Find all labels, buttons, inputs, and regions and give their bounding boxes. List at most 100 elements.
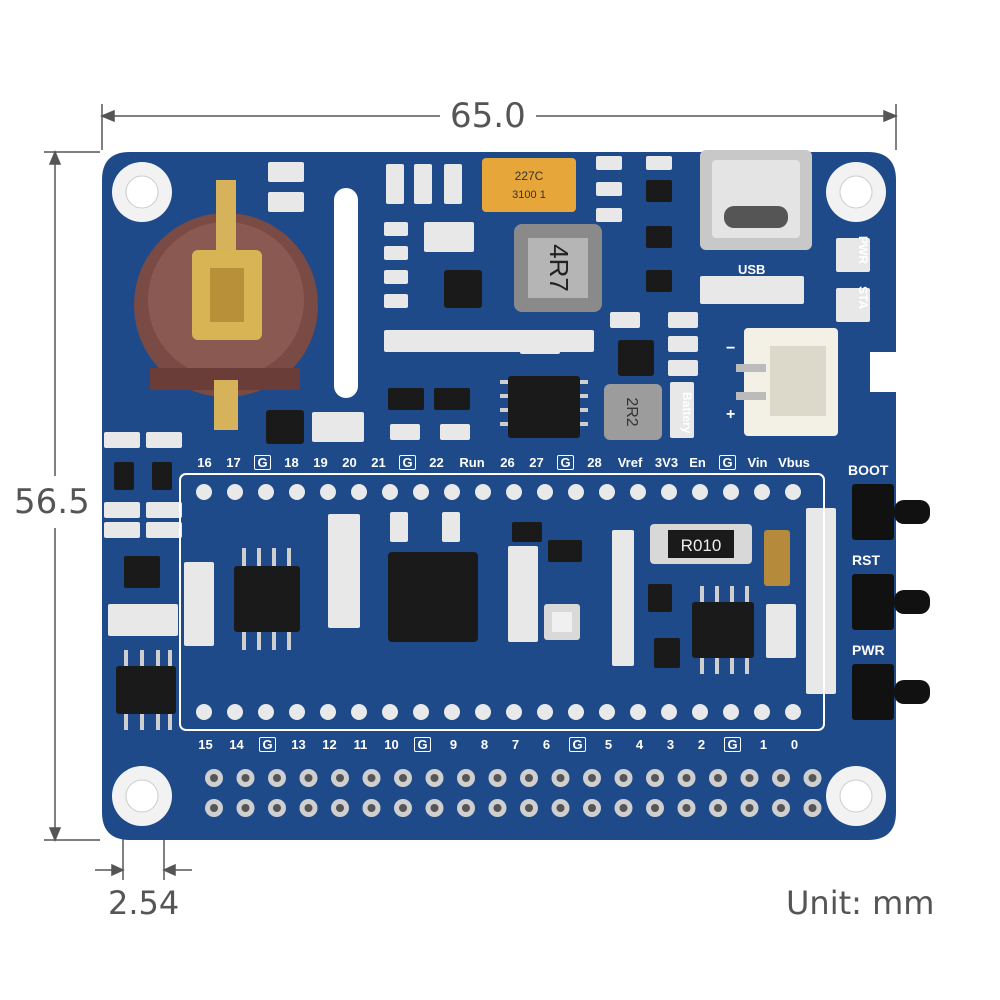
gpio-pad-hole [430, 804, 439, 812]
top-pin-label: Vref [617, 455, 643, 470]
bottom-pin-label: 4 [635, 737, 644, 752]
bottom-pin-label: 9 [449, 737, 458, 752]
ground-pin-marker: G [259, 737, 276, 752]
top-pin-label: 20 [342, 455, 357, 470]
mounting-holes [112, 162, 886, 826]
gpio-pad-hole [430, 774, 439, 782]
gpio-pad-hole [493, 804, 502, 812]
top-pin-label: 21 [371, 455, 386, 470]
top-pin-label: Run [459, 455, 485, 470]
inductor-small [604, 384, 662, 440]
gpio-pad-hole [210, 774, 218, 782]
unit-label: Unit: mm [786, 884, 935, 922]
led-pwr-label: PWR [856, 236, 870, 264]
ground-pin-marker: G [724, 737, 741, 752]
gpio-pad-hole [241, 774, 250, 782]
ic-chips [114, 180, 754, 714]
bottom-pin-label: 12 [322, 737, 337, 752]
gpio-pad-hole [619, 774, 628, 782]
inductor-main-marking: 4R7 [544, 244, 574, 292]
top-pin-label: 3V3 [654, 455, 679, 470]
gpio-pad-hole [210, 804, 218, 812]
gpio-pad-hole [399, 774, 407, 782]
battery-connector [736, 328, 838, 436]
gpio-pad-hole [682, 774, 691, 782]
tantalum-cap-marking: 227C [515, 169, 544, 183]
gpio-pad-hole [556, 804, 565, 812]
gpio-pad-hole [651, 804, 659, 812]
gpio-pad-hole [777, 774, 785, 782]
gpio-pad-hole [682, 804, 691, 812]
bottom-pin-label: 8 [480, 737, 489, 752]
small-passives [104, 156, 870, 694]
gpio-pad-hole [367, 774, 376, 782]
tactile-buttons [852, 484, 930, 720]
top-pin-label: 22 [429, 455, 444, 470]
gpio-pad-hole [241, 804, 250, 812]
gpio-pad-hole [273, 774, 281, 782]
shunt-resistor-marking: R010 [681, 536, 722, 555]
top-pin-label: 17 [226, 455, 241, 470]
ground-pin-marker: G [557, 455, 574, 470]
gpio-pad-hole [714, 804, 722, 812]
width-dimension-label: 65.0 [440, 96, 536, 136]
bottom-pin-label: 13 [291, 737, 306, 752]
bottom-pin-label: 6 [542, 737, 551, 752]
bottom-pin-label: G [407, 737, 438, 752]
bottom-pin-label: G [562, 737, 593, 752]
gpio-pad-hole [714, 774, 722, 782]
gpio-header-pads [205, 769, 822, 817]
pwr-button-label: PWR [852, 642, 885, 658]
gpio-pad-hole [525, 774, 533, 782]
gpio-pad-hole [588, 804, 596, 812]
polarity-plus-label: + [726, 406, 736, 423]
bottom-pin-label: 1 [759, 737, 768, 752]
top-pin-label: 16 [197, 455, 212, 470]
top-pin-label: En [689, 455, 706, 470]
bottom-pin-label: 5 [604, 737, 613, 752]
gpio-pad-hole [777, 804, 785, 812]
bottom-pin-label: 14 [229, 737, 244, 752]
inductor-small-marking: 2R2 [623, 397, 640, 426]
ground-pin-marker: G [569, 737, 586, 752]
usb-silk-label: USB [738, 262, 766, 277]
bottom-pin-label: 0 [790, 737, 799, 752]
top-pin-label: 18 [284, 455, 299, 470]
top-pin-label: G [393, 455, 422, 470]
board-slot [334, 188, 358, 398]
bottom-pin-label: 15 [198, 737, 213, 752]
pico-footprint-outline [179, 473, 825, 731]
gpio-pad-hole [808, 804, 817, 812]
gpio-pad-hole [651, 774, 659, 782]
coin-cell-holder [134, 180, 318, 430]
usb-c-connector [700, 150, 812, 250]
gpio-pad-hole [808, 774, 817, 782]
top-pin-label: G [248, 455, 277, 470]
bottom-pin-label: 11 [353, 737, 368, 752]
gpio-pad-hole [399, 804, 407, 812]
gpio-pad-hole [619, 804, 628, 812]
ground-pin-marker: G [254, 455, 271, 470]
battery-silk-label: Battery [680, 392, 694, 434]
gpio-pad-hole [745, 774, 754, 782]
rst-button-label: RST [852, 552, 880, 568]
top-pin-label: Vin [747, 455, 768, 470]
top-pin-label: G [551, 455, 580, 470]
gpio-pad-hole [525, 804, 533, 812]
boot-button-label: BOOT [848, 462, 889, 478]
pico-header-pads [196, 484, 801, 720]
gpio-pad-hole [588, 774, 596, 782]
top-pin-label: 27 [529, 455, 544, 470]
ground-pin-marker: G [719, 455, 736, 470]
top-pin-label: 26 [500, 455, 515, 470]
bottom-pin-label: 10 [384, 737, 399, 752]
bottom-pin-label: 2 [697, 737, 706, 752]
gpio-pad-hole [462, 804, 470, 812]
ground-pin-marker: G [414, 737, 431, 752]
ground-pin-marker: G [399, 455, 416, 470]
gpio-pad-hole [745, 804, 754, 812]
tantalum-capacitor [482, 158, 576, 212]
